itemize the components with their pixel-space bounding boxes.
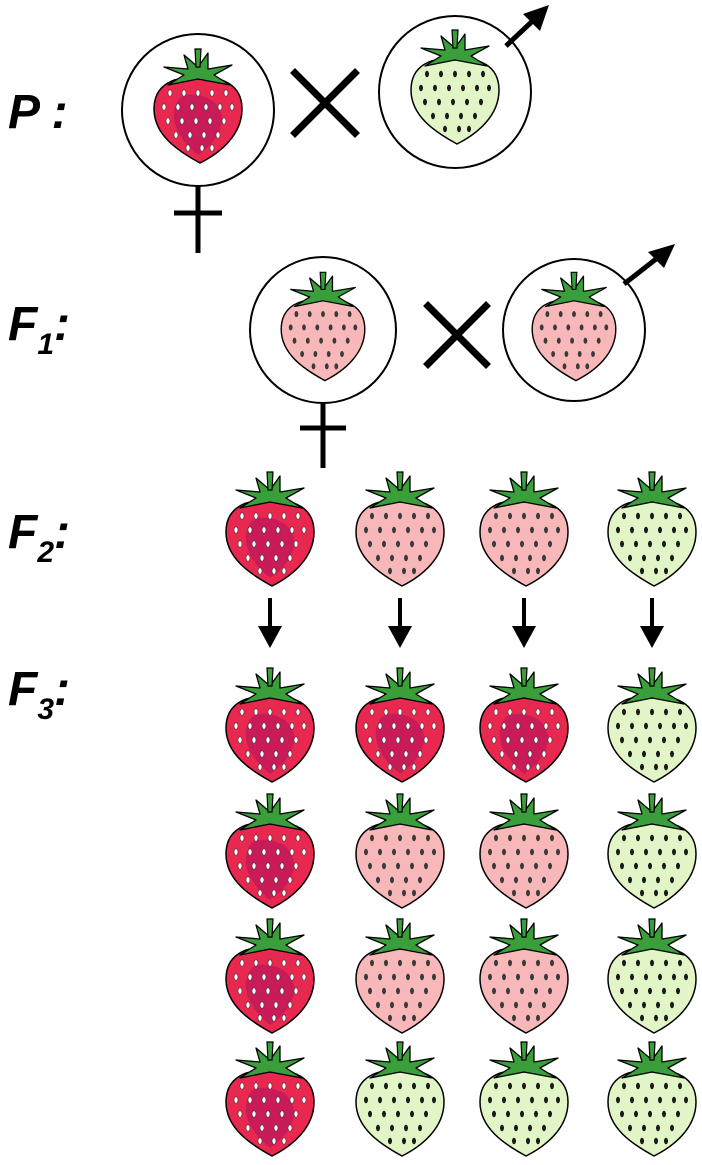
f3-strawberry-icon [355, 918, 445, 1034]
f1-cross-icon [423, 301, 491, 369]
label-p: P : [8, 86, 68, 139]
f3-strawberry-icon [355, 667, 445, 783]
f1-female-symbol-icon [249, 256, 397, 468]
f3-strawberry-icon [355, 793, 445, 909]
f3-strawberry-icon [479, 667, 569, 783]
p-female-strawberry-icon [153, 48, 243, 164]
f2-strawberry-icon [607, 471, 697, 587]
f3-strawberry-icon [479, 1041, 569, 1157]
down-arrow-icon [258, 598, 282, 648]
f3-strawberry-icon [225, 793, 315, 909]
down-arrow-icon [388, 598, 412, 648]
f3-strawberry-icon [355, 1041, 445, 1157]
f3-strawberry-icon [225, 1041, 315, 1157]
f3-strawberry-icon [225, 667, 315, 783]
f1-male-strawberry-icon [531, 271, 617, 382]
label-f1: F1: [8, 298, 70, 361]
f2-strawberry-icon [225, 471, 315, 587]
f3-strawberry-icon [607, 667, 697, 783]
p-male-symbol-icon [378, 5, 549, 169]
f3-strawberry-icon [607, 793, 697, 909]
f3-strawberry-icon [607, 1041, 697, 1157]
f3-strawberry-icon [607, 918, 697, 1034]
f2-strawberry-icon [355, 471, 445, 587]
f1-male-symbol-icon [502, 244, 675, 402]
f3-strawberry-icon [225, 918, 315, 1034]
p-male-strawberry-icon [410, 29, 500, 145]
f1-female-strawberry-icon [280, 271, 366, 382]
down-arrow-icon [512, 598, 536, 648]
p-cross-icon [290, 68, 360, 138]
f2-strawberry-icon [479, 471, 569, 587]
p-female-symbol-icon [121, 33, 275, 253]
down-arrow-icon [640, 598, 664, 648]
f3-strawberry-icon [479, 793, 569, 909]
f3-strawberry-icon [479, 918, 569, 1034]
label-f2: F2: [8, 506, 70, 569]
label-f3: F3: [8, 663, 70, 726]
